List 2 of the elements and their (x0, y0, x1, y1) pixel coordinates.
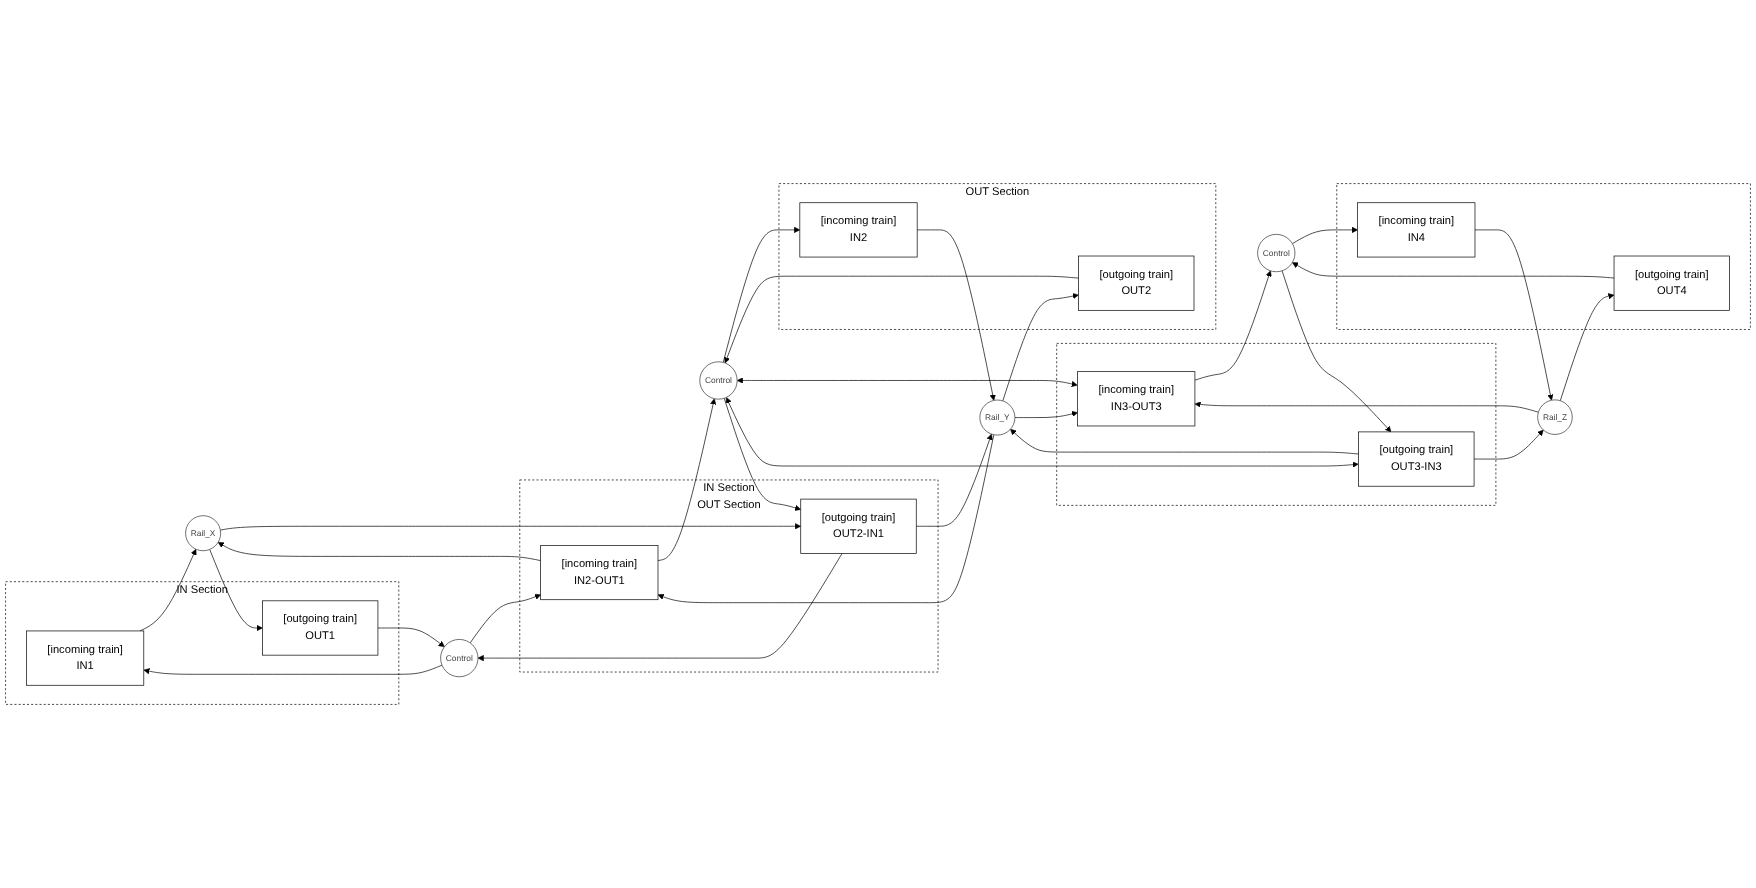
cluster (1336, 183, 1751, 330)
cluster (1056, 343, 1497, 506)
